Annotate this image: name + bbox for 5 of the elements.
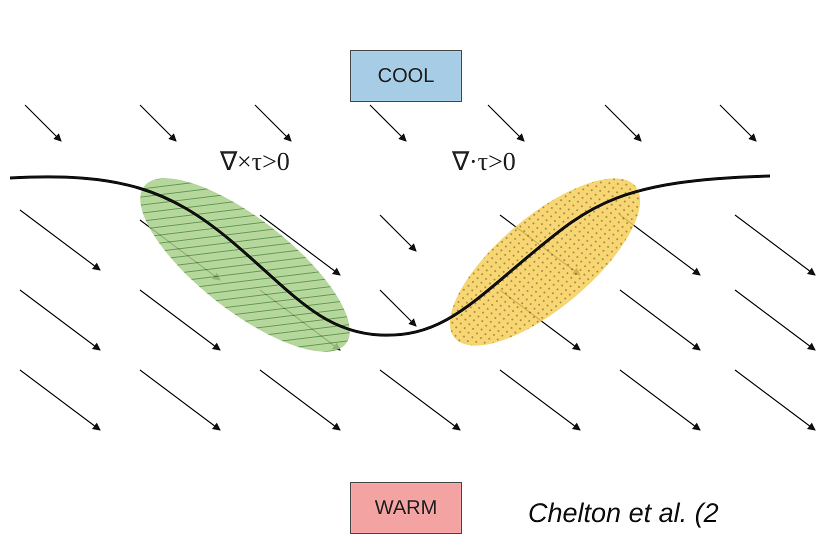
label-box: WARM <box>350 482 462 534</box>
formula-label: ∇×τ>0 <box>220 146 290 177</box>
formula-label: ∇·τ>0 <box>452 146 516 177</box>
caption: Chelton et al. (2 <box>528 498 719 529</box>
label-box: COOL <box>350 50 462 102</box>
